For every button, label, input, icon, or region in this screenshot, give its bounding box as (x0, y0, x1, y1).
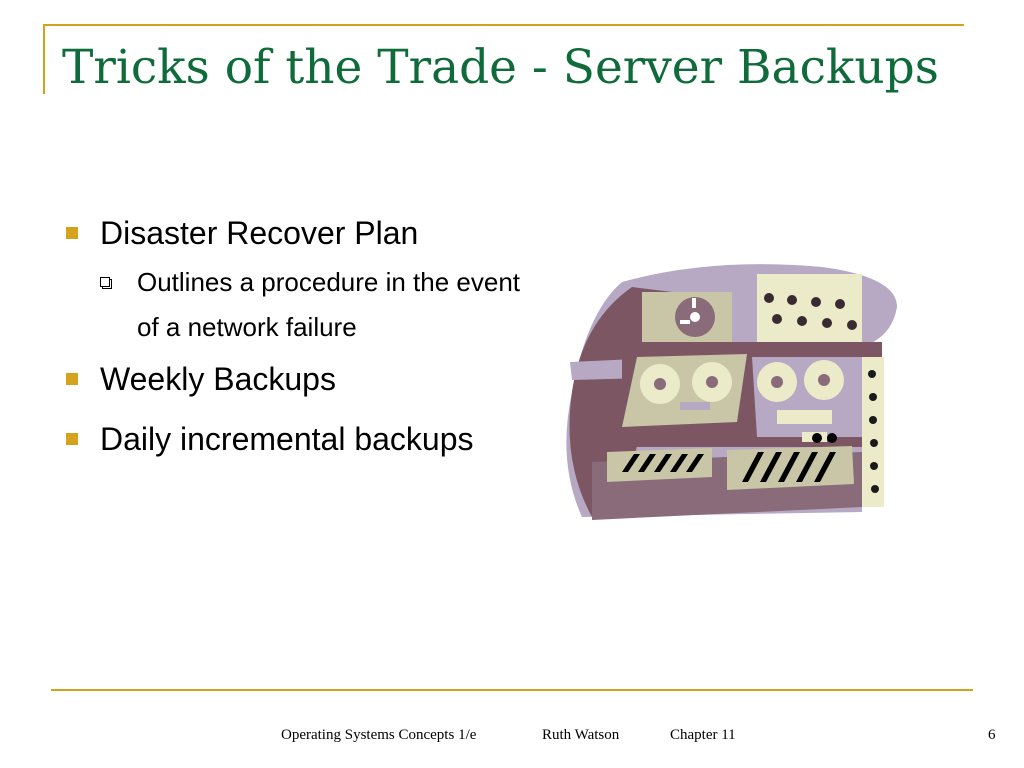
square-bullet-icon (66, 433, 78, 445)
footer-course: Operating Systems Concepts 1/e (281, 727, 477, 743)
bullet-text: Weekly Backups (100, 361, 336, 397)
bullet-item: Weekly Backups (60, 352, 530, 406)
page-number: 6 (988, 727, 996, 743)
bullet-item: Disaster Recover Plan (60, 206, 530, 260)
slide-title: Tricks of the Trade - Server Backups (62, 40, 939, 95)
hollow-square-bullet-icon (100, 277, 110, 287)
square-bullet-icon (66, 373, 78, 385)
square-bullet-icon (66, 227, 78, 239)
footer-rule (51, 689, 973, 691)
bullet-item: Daily incremental backups (60, 412, 530, 466)
bullet-text: Daily incremental backups (100, 421, 474, 457)
title-frame-left-rule (43, 24, 45, 94)
title-frame-top-rule (43, 24, 964, 26)
sub-bullet-text: Outlines a procedure in the event of a n… (137, 267, 521, 342)
sub-bullet-item: Outlines a procedure in the event of a n… (60, 260, 530, 350)
bullet-text: Disaster Recover Plan (100, 215, 419, 251)
footer-author: Ruth Watson (542, 727, 620, 743)
bullet-list: Disaster Recover Plan Outlines a procedu… (60, 206, 530, 466)
tape-drive-server-icon (566, 264, 897, 520)
footer-chapter: Chapter 11 (670, 727, 736, 743)
